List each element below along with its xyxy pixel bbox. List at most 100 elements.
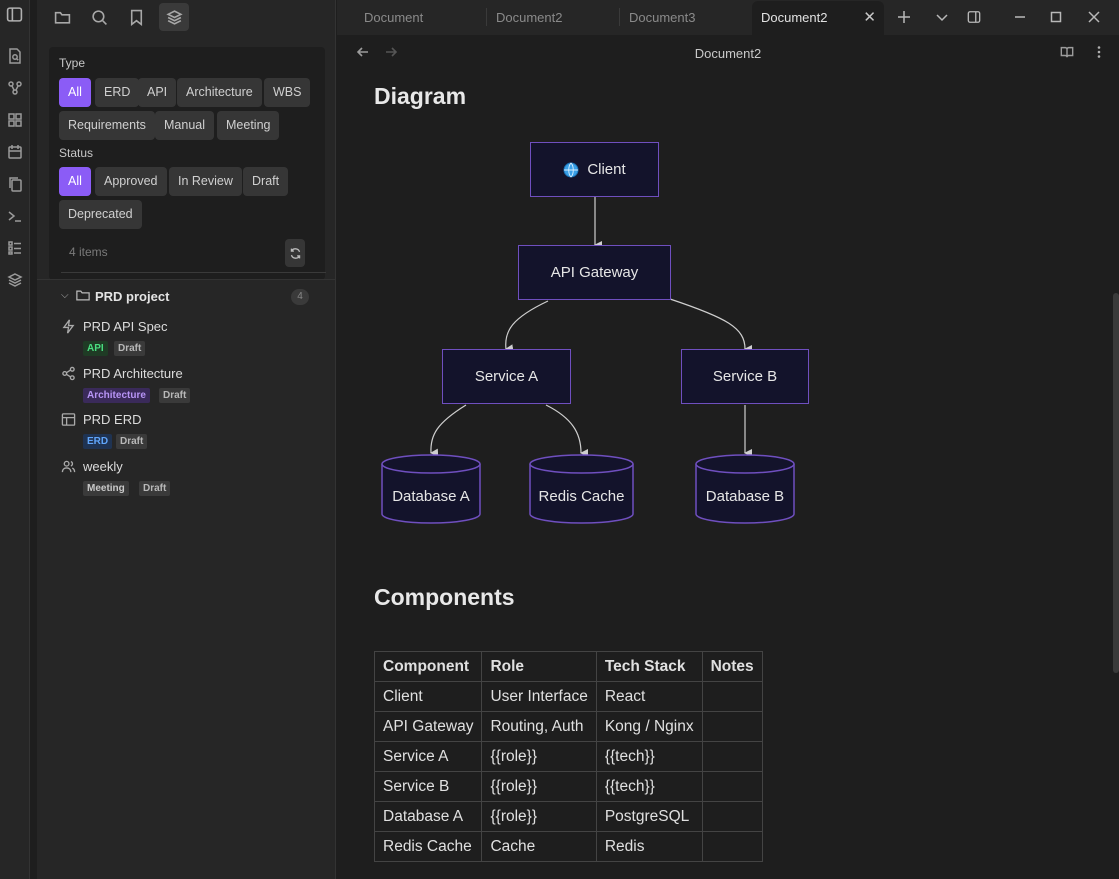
table-cell: Service A bbox=[373, 741, 483, 772]
table-row: Database A {{role}} PostgreSQL bbox=[373, 801, 763, 832]
table-cell: Routing, Auth bbox=[481, 711, 597, 742]
tab-label: Document2 bbox=[761, 10, 828, 25]
diagram-edges bbox=[430, 197, 753, 457]
status-chip-approved[interactable]: Approved bbox=[95, 167, 167, 196]
table-header: Notes bbox=[701, 651, 763, 682]
doc-item-weekly[interactable]: weekly Meeting Draft bbox=[59, 458, 319, 500]
table-header: Role bbox=[481, 651, 597, 682]
scrollbar[interactable] bbox=[1113, 293, 1119, 673]
table-row: Service A {{role}} {{tech}} bbox=[373, 741, 763, 772]
terminal-icon[interactable] bbox=[5, 206, 25, 226]
chevron-down-icon[interactable] bbox=[931, 6, 953, 28]
graph-icon[interactable] bbox=[5, 78, 25, 98]
doc-item-prd-api-spec[interactable]: PRD API Spec API Draft bbox=[59, 318, 319, 360]
type-chip-architecture[interactable]: Architecture bbox=[177, 78, 262, 107]
node-label: Redis Cache bbox=[538, 488, 625, 505]
back-arrow-icon[interactable] bbox=[356, 45, 374, 63]
table-cell: Cache bbox=[481, 831, 597, 862]
close-icon[interactable]: ✕ bbox=[863, 9, 876, 26]
table-cell: Redis bbox=[595, 831, 703, 862]
edge-service-a-redis bbox=[545, 404, 589, 457]
filter-panel: Type All ERD API Architecture WBS Requir… bbox=[49, 47, 326, 280]
document-content: Diagram Client API Gateway Service A Ser… bbox=[337, 73, 1119, 879]
share-nodes-icon bbox=[61, 366, 76, 386]
table-cell: Kong / Nginx bbox=[595, 711, 703, 742]
status-chip-deprecated[interactable]: Deprecated bbox=[59, 200, 142, 229]
right-sidebar-toggle-icon[interactable] bbox=[963, 6, 985, 28]
type-filter-label: Type bbox=[59, 56, 86, 70]
type-chip-manual[interactable]: Manual bbox=[155, 111, 214, 140]
table-cell: {{tech}} bbox=[595, 771, 703, 802]
reading-mode-icon[interactable] bbox=[1060, 45, 1078, 63]
tab-document2[interactable]: Document2 bbox=[496, 10, 563, 25]
doc-item-prd-erd[interactable]: PRD ERD ERD Draft bbox=[59, 411, 319, 453]
diagram-node-service-b: Service B bbox=[681, 349, 809, 404]
folder-icon[interactable] bbox=[48, 3, 76, 31]
components-heading: Components bbox=[374, 584, 515, 610]
doc-name: PRD Architecture bbox=[83, 366, 183, 381]
type-chip-erd[interactable]: ERD bbox=[95, 78, 140, 107]
table-cell bbox=[701, 711, 763, 742]
type-chip-wbs[interactable]: WBS bbox=[264, 78, 311, 107]
status-tag: Draft bbox=[116, 434, 148, 449]
layers-icon[interactable] bbox=[5, 270, 25, 290]
components-table: Component Role Tech Stack Notes Client U… bbox=[373, 651, 763, 862]
layers-icon[interactable] bbox=[159, 3, 189, 31]
table-cell: User Interface bbox=[481, 681, 597, 712]
status-chip-in-review[interactable]: In Review bbox=[169, 167, 242, 196]
table-cell: Redis Cache bbox=[373, 831, 483, 862]
grid-icon[interactable] bbox=[5, 110, 25, 130]
table-row: API Gateway Routing, Auth Kong / Nginx bbox=[373, 711, 763, 742]
type-chip-meeting[interactable]: Meeting bbox=[217, 111, 280, 140]
tab-bar: Document Document2 Document3 Document2 ✕ bbox=[337, 0, 1119, 35]
table-header: Component bbox=[373, 651, 483, 682]
tab-document2-active[interactable]: Document2 ✕ bbox=[752, 1, 884, 35]
calendar-icon[interactable] bbox=[5, 142, 25, 162]
doc-name: weekly bbox=[83, 459, 123, 474]
sidebar-toolbar bbox=[37, 0, 336, 35]
refresh-button[interactable] bbox=[285, 239, 305, 267]
type-tag: Meeting bbox=[83, 481, 129, 496]
window-close-icon[interactable] bbox=[1083, 6, 1105, 28]
status-tag: Draft bbox=[139, 481, 171, 496]
type-chip-requirements[interactable]: Requirements bbox=[59, 111, 155, 140]
more-options-icon[interactable] bbox=[1092, 45, 1110, 63]
tab-separator bbox=[486, 8, 487, 26]
tab-document[interactable]: Document bbox=[364, 10, 424, 25]
table-cell bbox=[701, 801, 763, 832]
chevron-down-icon: ⌵ bbox=[61, 290, 69, 301]
copy-icon[interactable] bbox=[5, 174, 25, 194]
table-cell: PostgreSQL bbox=[595, 801, 703, 832]
left-ribbon bbox=[0, 0, 30, 879]
status-chip-all[interactable]: All bbox=[59, 167, 91, 196]
doc-item-prd-architecture[interactable]: PRD Architecture Architecture Draft bbox=[59, 365, 319, 407]
lightning-icon bbox=[61, 319, 76, 339]
minimize-icon[interactable] bbox=[1009, 6, 1031, 28]
result-count: 4 items bbox=[69, 245, 108, 259]
bookmark-icon[interactable] bbox=[122, 3, 150, 31]
tab-separator bbox=[619, 8, 620, 26]
new-tab-icon[interactable] bbox=[893, 6, 915, 28]
file-search-icon[interactable] bbox=[5, 46, 25, 66]
sidebar: Type All ERD API Architecture WBS Requir… bbox=[37, 0, 336, 879]
doc-name: PRD API Spec bbox=[83, 319, 168, 334]
type-chip-api[interactable]: API bbox=[138, 78, 177, 107]
status-filter-label: Status bbox=[59, 146, 94, 160]
forward-arrow-icon[interactable] bbox=[384, 45, 402, 63]
table-cell: React bbox=[595, 681, 703, 712]
sidebar-toggle-icon[interactable] bbox=[6, 6, 26, 26]
list-icon[interactable] bbox=[5, 238, 25, 258]
edge-gateway-service-a bbox=[505, 300, 549, 353]
table-row: Client User Interface React bbox=[373, 681, 763, 712]
table-cell: {{role}} bbox=[481, 801, 597, 832]
table-cell: API Gateway bbox=[373, 711, 483, 742]
type-chip-all[interactable]: All bbox=[59, 78, 91, 107]
status-tag: Draft bbox=[159, 388, 191, 403]
folder-prd-project[interactable]: ⌵ PRD project 4 bbox=[59, 287, 319, 307]
maximize-icon[interactable] bbox=[1045, 6, 1067, 28]
search-icon[interactable] bbox=[85, 3, 113, 31]
folder-count-badge: 4 bbox=[291, 289, 309, 305]
table-cell: Service B bbox=[373, 771, 483, 802]
tab-document3[interactable]: Document3 bbox=[629, 10, 696, 25]
status-chip-draft[interactable]: Draft bbox=[243, 167, 289, 196]
